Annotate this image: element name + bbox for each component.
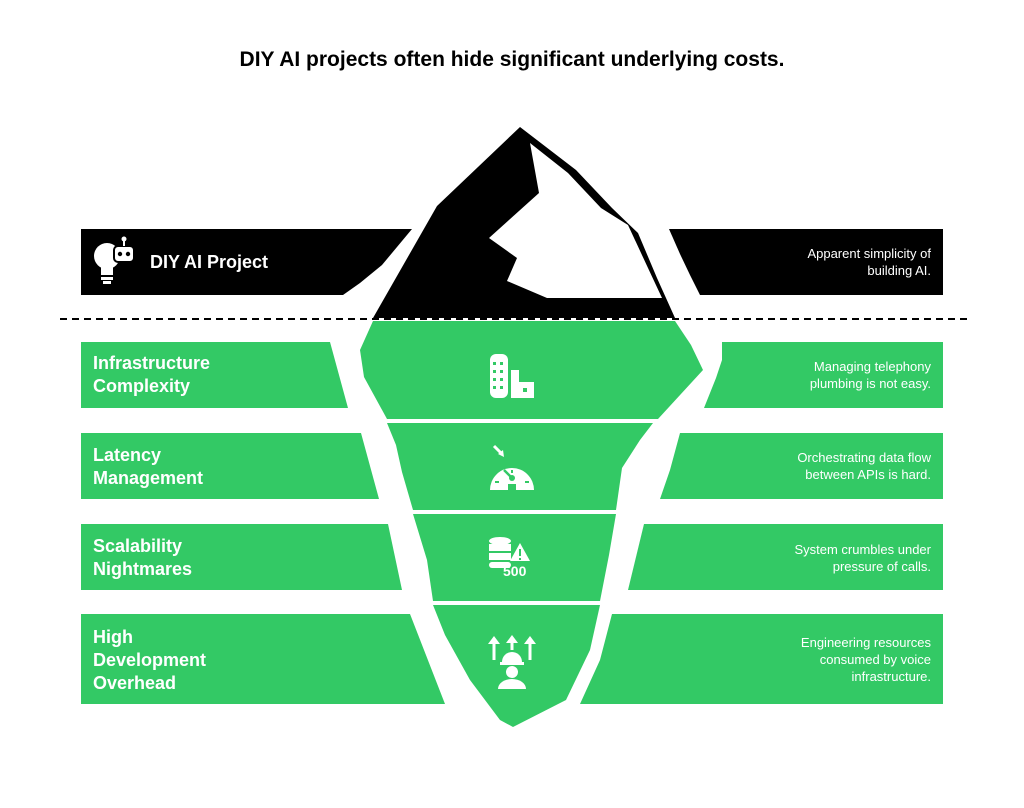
left-bands (81, 342, 445, 704)
database-warning-icon (489, 537, 530, 568)
right-bands (580, 342, 943, 704)
database-error-code: 500 (503, 563, 527, 579)
surface-band (81, 229, 943, 295)
engineer-arrows-icon (488, 635, 536, 689)
iceberg-tip (373, 127, 675, 318)
robot-lightbulb-icon (94, 236, 135, 284)
building-factory-icon (490, 354, 534, 398)
top-label: DIY AI Project (150, 252, 269, 272)
page-title: DIY AI projects often hide significant u… (239, 48, 785, 71)
speedometer-gauge-icon (490, 444, 534, 490)
iceberg-underwater (360, 321, 703, 727)
